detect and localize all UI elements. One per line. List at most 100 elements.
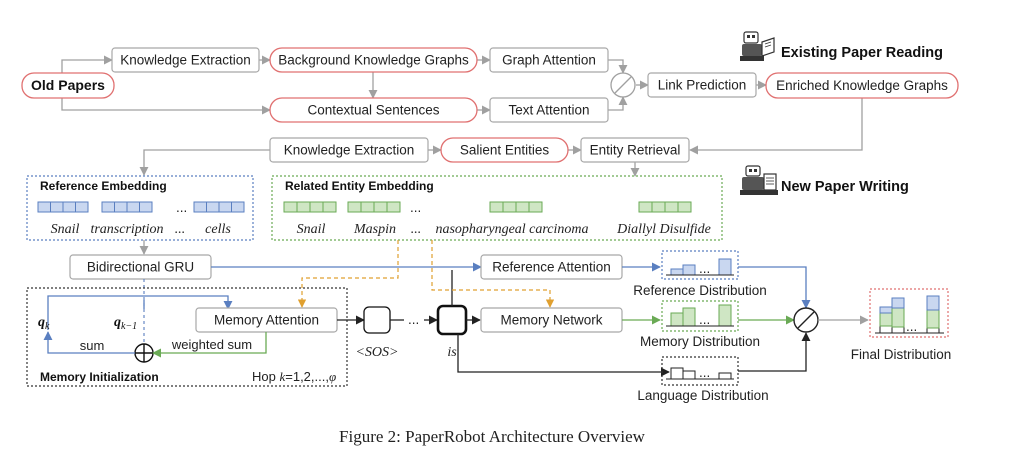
related-entity-embedding-panel: Related Entity Embedding ... Snail Maspi… <box>271 175 723 241</box>
final-bar-2-reference <box>891 297 905 309</box>
robot-writing-icon <box>740 165 778 195</box>
final-bar-2-memory <box>891 307 905 328</box>
knowledge-extraction-top-node <box>111 47 260 73</box>
final-bar-1-reference <box>879 306 893 314</box>
contextual-sentences-label: Contextual Sentences <box>307 103 439 118</box>
final-bar-3-language <box>926 327 940 334</box>
lang-dist-bar-2 <box>682 370 696 380</box>
final-bar-3-memory <box>926 309 940 329</box>
reference-vector-dots: ... <box>176 200 187 215</box>
entity-vector-4 <box>638 201 692 213</box>
graph-attention-node <box>489 47 609 73</box>
old-papers-node <box>21 72 115 99</box>
final-distribution-label: Final Distribution <box>851 347 952 362</box>
related-entity-embedding-title: Related Entity Embedding <box>285 179 434 193</box>
mem-dist-dots: ... <box>699 312 710 327</box>
knowledge-extraction-mid-label: Knowledge Extraction <box>284 143 415 158</box>
reference-word-3: ... <box>175 222 186 237</box>
text-attention-node <box>489 97 609 123</box>
reference-vector-2 <box>101 201 153 213</box>
reference-embedding-title: Reference Embedding <box>40 179 167 193</box>
figure-caption: Figure 2: PaperRobot Architecture Overvi… <box>339 427 646 446</box>
mem-dist-bar-2 <box>682 307 696 327</box>
final-gate-circle-icon <box>793 307 819 333</box>
entity-word-3: ... <box>411 222 422 237</box>
sum-label: sum <box>80 338 105 353</box>
entity-word-4: nasopharyngeal carcinoma <box>435 222 588 237</box>
link-prediction-node <box>647 72 757 98</box>
language-distribution: ... <box>661 356 739 386</box>
existing-paper-reading-section: Old Papers Knowledge Extraction Backgrou… <box>21 31 959 155</box>
final-bar-2-language <box>891 326 905 334</box>
link-prediction-label: Link Prediction <box>658 78 747 93</box>
decoder-dots: ... <box>408 312 419 327</box>
bidirectional-gru-label: Bidirectional GRU <box>87 260 194 275</box>
lang-dist-dots: ... <box>699 365 710 380</box>
decoder-cell-is <box>436 304 468 336</box>
weighted-sum-label: weighted sum <box>171 337 252 352</box>
robot-reading-icon <box>740 31 775 61</box>
text-attention-label: Text Attention <box>508 103 589 118</box>
final-dist-dots: ... <box>906 319 917 334</box>
entity-vector-3 <box>489 201 543 213</box>
old-papers-label: Old Papers <box>31 77 105 93</box>
reference-vector-3 <box>193 201 245 213</box>
memory-distribution-label: Memory Distribution <box>640 334 760 349</box>
final-bar-1-language <box>879 325 893 334</box>
gate-circle-icon <box>610 72 636 98</box>
knowledge-extraction-top-label: Knowledge Extraction <box>120 53 251 68</box>
decoder-cell-sos <box>363 306 391 334</box>
language-distribution-label: Language Distribution <box>637 388 768 403</box>
memory-initialization-title: Memory Initialization <box>40 370 159 384</box>
reference-word-4: cells <box>205 222 231 237</box>
reference-distribution-label: Reference Distribution <box>633 283 767 298</box>
graph-attention-label: Graph Attention <box>502 53 596 68</box>
ref-dist-bar-1 <box>670 268 684 276</box>
reference-attention-label: Reference Attention <box>492 260 611 275</box>
enriched-knowledge-graphs-label: Enriched Knowledge Graphs <box>776 78 948 93</box>
background-knowledge-graphs-label: Background Knowledge Graphs <box>278 53 469 68</box>
ref-dist-bar-2 <box>682 264 696 276</box>
final-bar-1-memory <box>879 312 893 327</box>
final-distribution: ... <box>869 288 949 338</box>
final-bar-3-reference <box>926 295 940 311</box>
contextual-sentences-node <box>269 97 478 123</box>
knowledge-extraction-mid-node <box>269 137 429 163</box>
paper-writing-section: Bidirectional GRU qk qk−1 sum Memory Att… <box>26 240 952 403</box>
memory-attention-label: Memory Attention <box>214 313 319 328</box>
memory-network-label: Memory Network <box>500 313 602 328</box>
entity-word-1: Snail <box>297 222 326 237</box>
new-paper-writing-header: New Paper Writing <box>781 179 909 195</box>
entity-word-2: Maspin <box>353 222 396 237</box>
entity-retrieval-label: Entity Retrieval <box>590 143 681 158</box>
memory-distribution: ... <box>661 300 739 332</box>
ref-dist-dots: ... <box>699 261 710 276</box>
reference-word-1: Snail <box>51 222 80 237</box>
hop-label: Hop k=1,2,...,φ <box>252 369 336 384</box>
ref-dist-bar-3 <box>718 258 732 276</box>
background-knowledge-graphs-node <box>269 47 478 73</box>
is-label: is <box>447 345 457 360</box>
enriched-knowledge-graphs-node <box>765 72 959 99</box>
lang-dist-bar-3 <box>718 372 732 380</box>
reference-distribution: ... <box>661 250 739 280</box>
salient-entities-label: Salient Entities <box>460 143 550 158</box>
existing-paper-reading-header: Existing Paper Reading <box>781 45 943 61</box>
entity-vector-2 <box>347 201 401 213</box>
qk-label: qk <box>38 315 50 332</box>
entity-retrieval-band: Knowledge Extraction Salient Entities En… <box>139 137 909 195</box>
entity-retrieval-node <box>580 137 690 163</box>
plus-circle-icon <box>134 343 154 363</box>
salient-entities-node <box>440 137 569 163</box>
sos-label: <SOS> <box>355 345 398 360</box>
entity-word-5: Diallyl Disulfide <box>616 222 711 237</box>
reference-embedding-panel: Reference Embedding ... Snail transcript… <box>26 175 254 241</box>
memory-initialization-panel <box>26 287 348 387</box>
reference-vector-1 <box>37 201 89 213</box>
entity-vector-1 <box>283 201 337 213</box>
lang-dist-bar-1 <box>670 367 684 380</box>
qk-minus-1-label: qk−1 <box>114 315 137 332</box>
mem-dist-bar-3 <box>718 304 732 327</box>
entity-vector-dots: ... <box>410 200 421 215</box>
